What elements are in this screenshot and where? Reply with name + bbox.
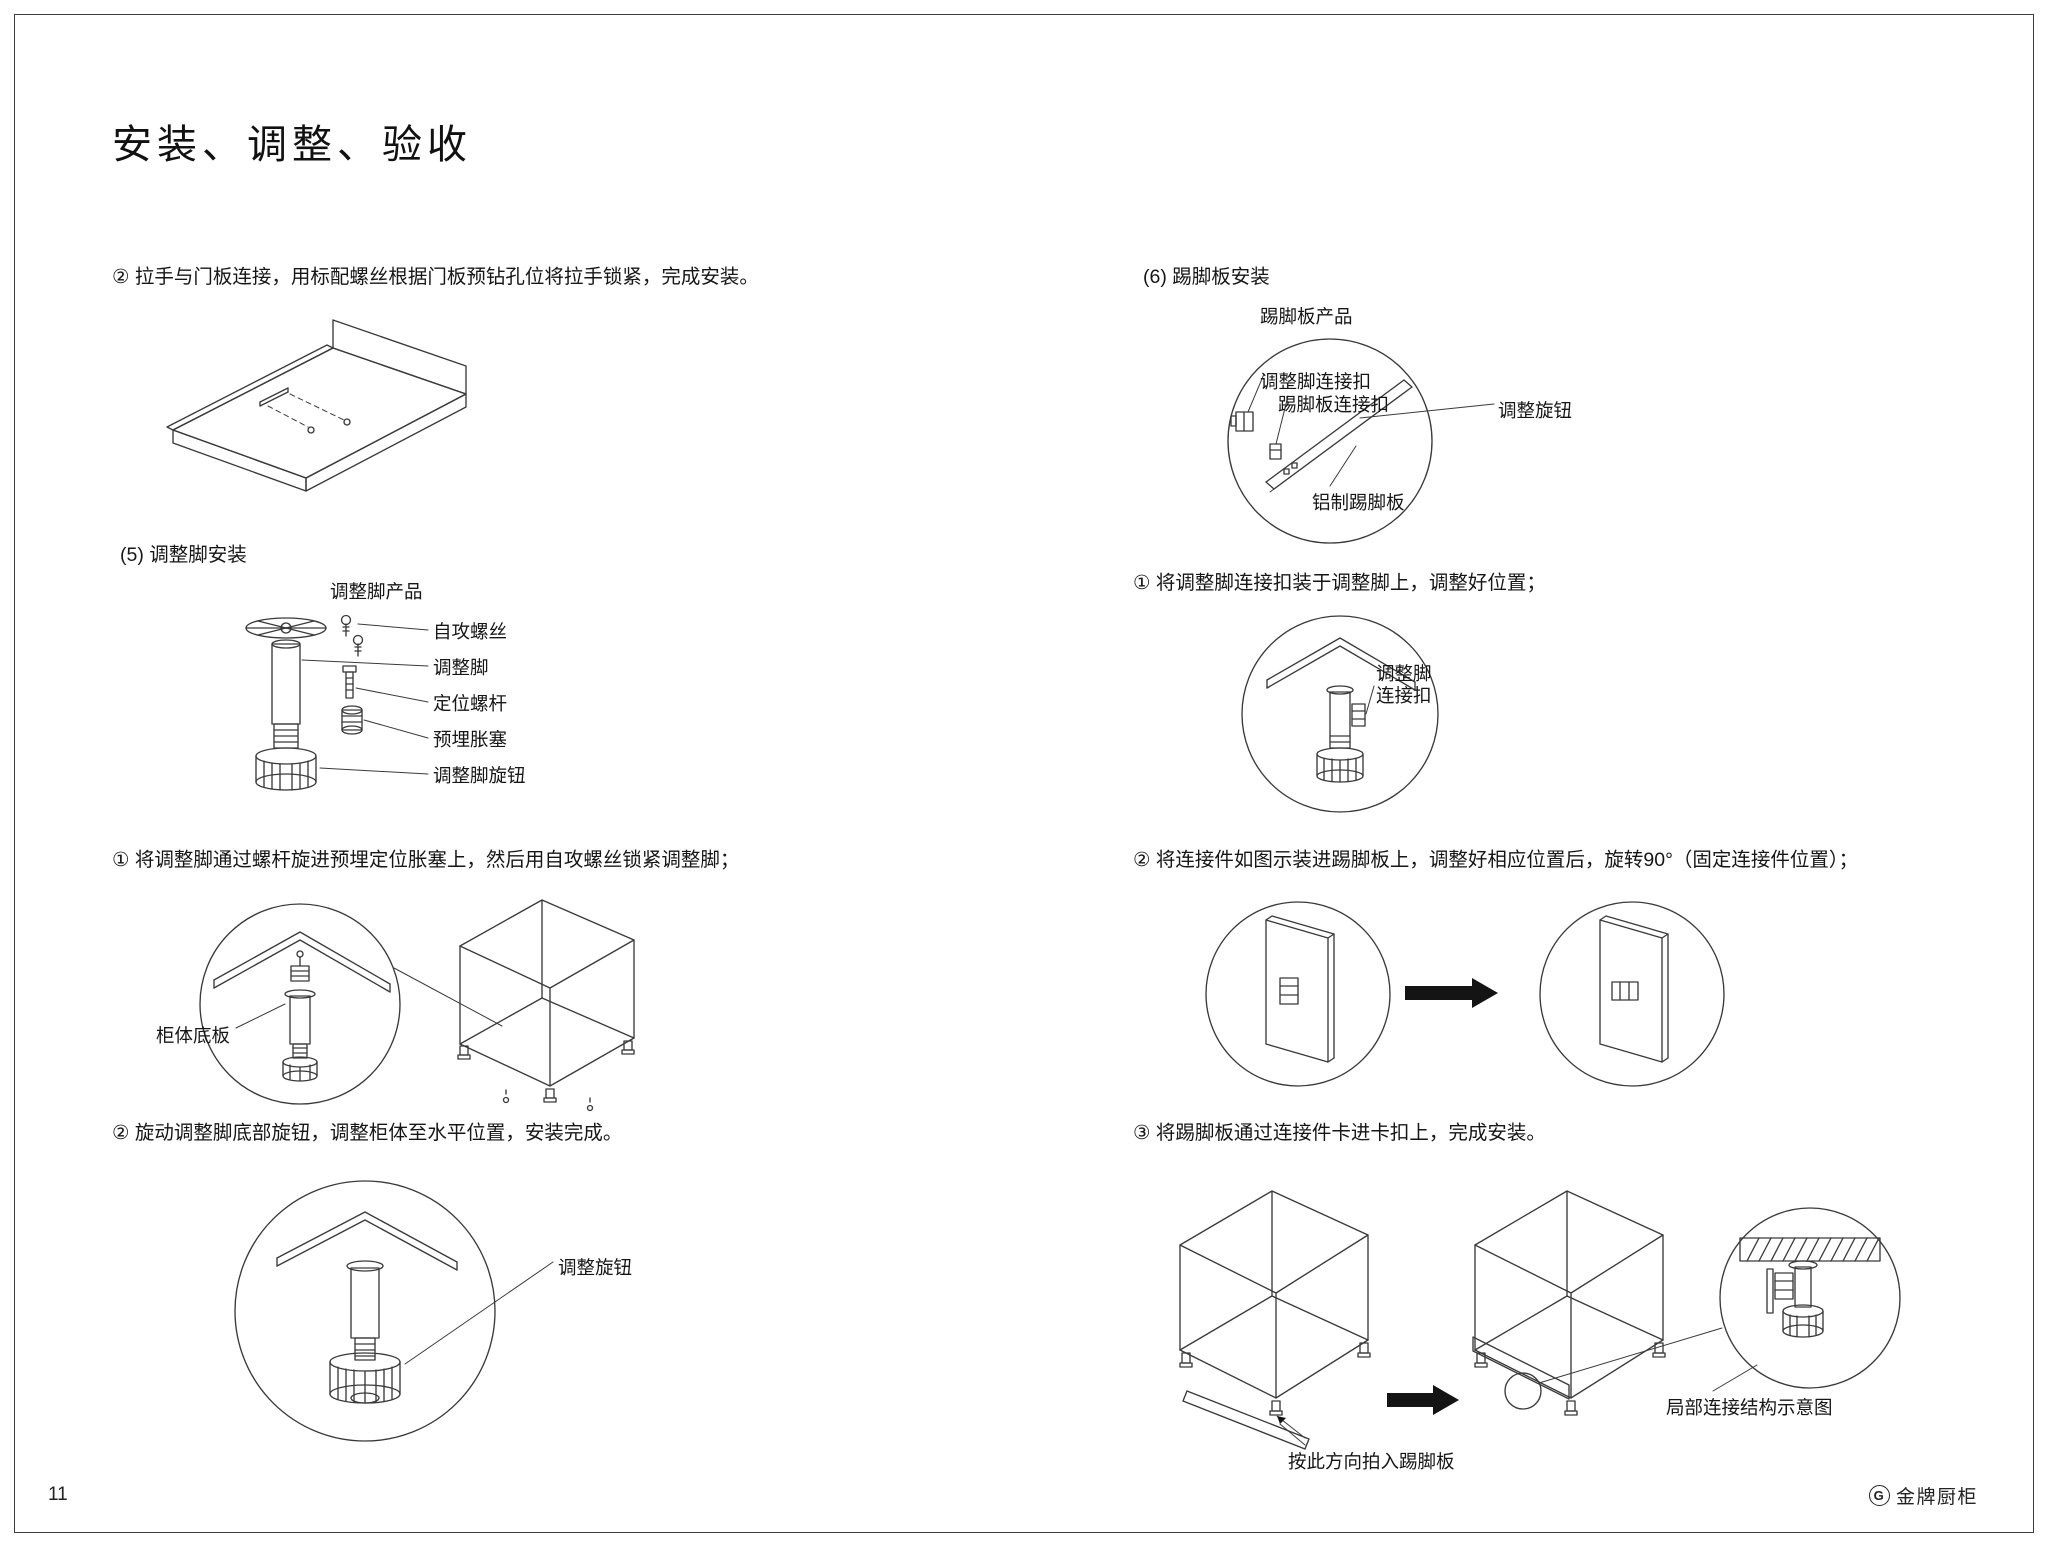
part-label-foot-knob: 调整脚旋钮 <box>433 765 526 786</box>
section5-step1-text: ① 将调整脚通过螺杆旋进预埋定位胀塞上，然后用自攻螺丝锁紧调整脚； <box>112 849 740 871</box>
section5-step2-text: ② 旋动调整脚底部旋钮，调整柜体至水平位置，安装完成。 <box>112 1122 623 1144</box>
toe-kick-install-diagram <box>1179 1190 1901 1450</box>
detail-structure-label: 局部连接结构示意图 <box>1666 1397 1833 1418</box>
foot-clip-callout-line2: 连接扣 <box>1376 685 1432 706</box>
brand-name: 金牌厨柜 <box>1895 1487 1978 1508</box>
section6-step2-text: ② 将连接件如图示装进踢脚板上，调整好相应位置后，旋转90°（固定连接件位置）； <box>1133 849 1859 871</box>
section5-product-label: 调整脚产品 <box>330 581 423 602</box>
door-panel-handle-diagram <box>166 319 467 492</box>
clip-on-foot-diagram <box>1241 615 1439 813</box>
adjust-knob-label-right: 调整旋钮 <box>1498 400 1573 421</box>
brand-footer: G 金牌厨柜 <box>1868 1482 1978 1509</box>
aluminum-board-label: 铝制踢脚板 <box>1312 492 1405 513</box>
foot-clip-label: 调整脚连接扣 <box>1260 371 1372 392</box>
brand-logo-icon: G <box>1868 1485 1890 1506</box>
toe-kick-product-diagram <box>1227 338 1495 544</box>
adjust-knob-label-left: 调整旋钮 <box>558 1257 633 1278</box>
foot-clip-callout-line1: 调整脚 <box>1376 663 1432 684</box>
section6-step1-text: ① 将调整脚连接扣装于调整脚上，调整好位置； <box>1133 572 1546 594</box>
part-label-embedded-anchor: 预埋胀塞 <box>433 729 508 750</box>
part-label-positioning-rod: 定位螺杆 <box>433 693 508 714</box>
adjustable-foot-exploded-diagram <box>245 614 429 791</box>
section6-step3-text: ③ 将踢脚板通过连接件卡进卡扣上，完成安装。 <box>1133 1122 1546 1144</box>
section5-heading: (5) 调整脚安装 <box>120 544 247 566</box>
section6-product-label: 踢脚板产品 <box>1260 306 1353 327</box>
page-number: 11 <box>48 1484 68 1505</box>
part-label-adjustable-foot: 调整脚 <box>433 657 489 678</box>
kick-clip-label: 踢脚板连接扣 <box>1278 394 1390 415</box>
clip-rotate-sequence-diagram <box>1205 901 1725 1087</box>
bottom-panel-label: 柜体底板 <box>156 1025 231 1046</box>
foot-install-detail-diagram <box>199 899 635 1112</box>
page-title: 安装、调整、验收 <box>112 123 472 167</box>
part-label-self-tapping-screw: 自攻螺丝 <box>433 621 508 642</box>
handle-step-text: ② 拉手与门板连接，用标配螺丝根据门板预钻孔位将拉手锁紧，完成安装。 <box>112 266 759 288</box>
section6-heading: (6) 踢脚板安装 <box>1143 266 1270 288</box>
knob-adjust-detail-diagram <box>234 1180 554 1442</box>
push-direction-label: 按此方向拍入踢脚板 <box>1288 1451 1455 1472</box>
